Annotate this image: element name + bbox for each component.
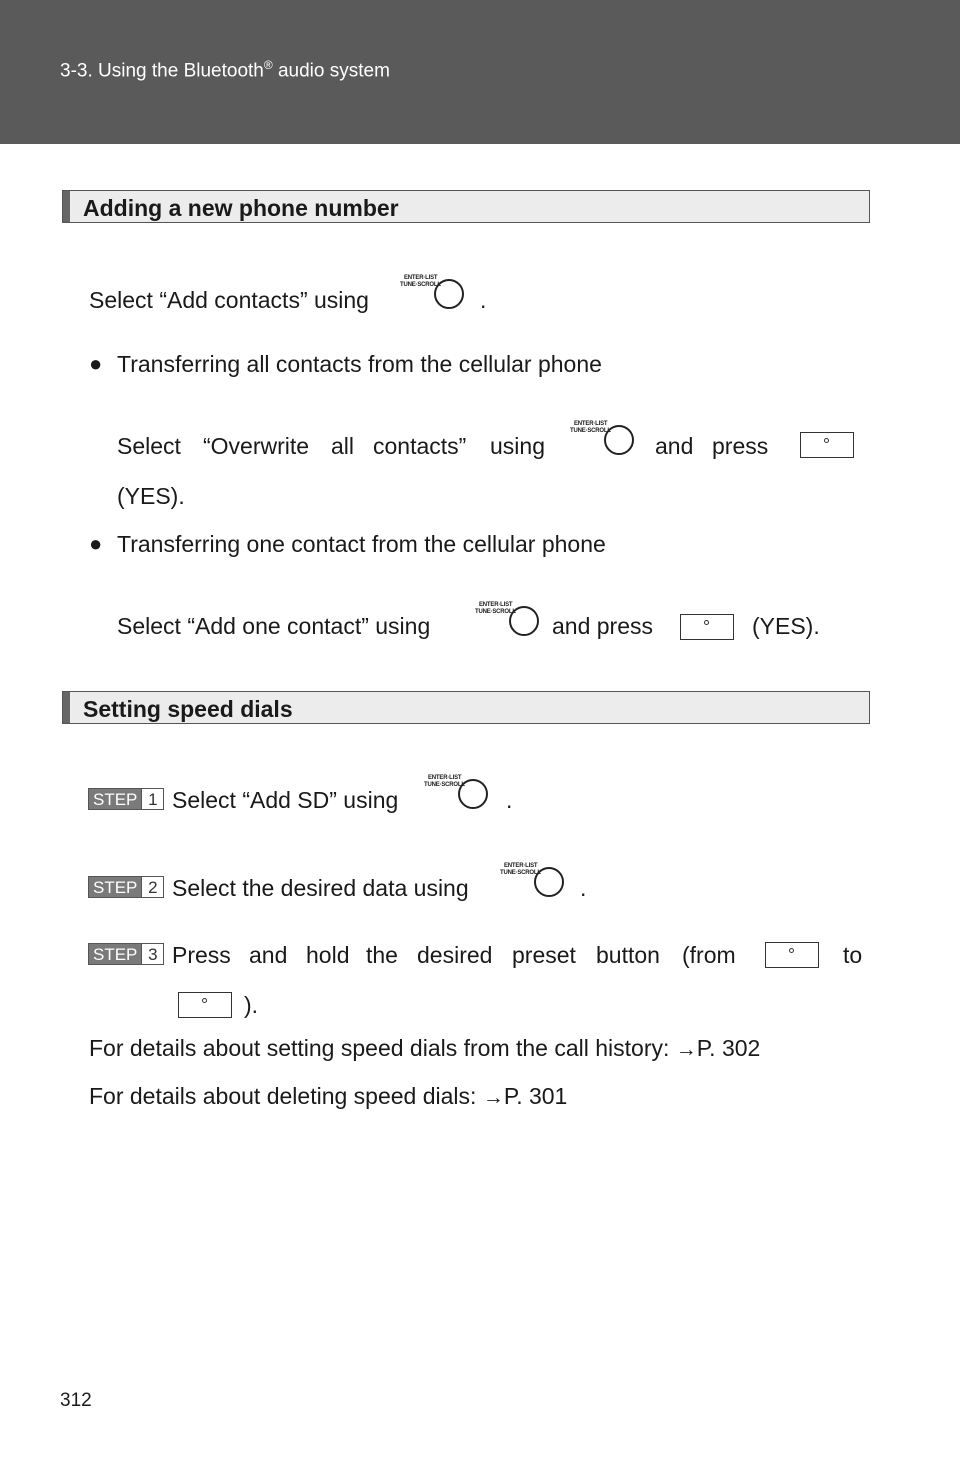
chapter-title: 3-3. Using the Bluetooth® audio system [60,58,390,82]
preset-button-icon [800,432,854,458]
preset-button-icon [680,614,734,640]
bullet-title-all: Transferring all contacts from the cellu… [117,351,602,377]
bullet-title-one: Transferring one contact from the cellul… [117,531,606,557]
section-title: Adding a new phone number [83,195,399,221]
section-heading-speed-dials: Setting speed dials [62,691,870,724]
note-delete-speed-dials: For details about deleting speed dials: … [89,1083,568,1109]
section-title: Setting speed dials [83,696,293,722]
preset-button-icon [765,942,819,968]
intro-text: Select “Add contacts” using [89,287,369,313]
page-number: 312 [60,1390,92,1411]
note-call-history: For details about setting speed dials fr… [89,1035,761,1061]
page-header: 3-3. Using the Bluetooth® audio system [0,0,960,144]
bullet-icon: ● [89,351,103,376]
section-heading-add-phone: Adding a new phone number [62,190,870,223]
preset-button-icon [178,992,232,1018]
bullet-icon: ● [89,531,103,556]
